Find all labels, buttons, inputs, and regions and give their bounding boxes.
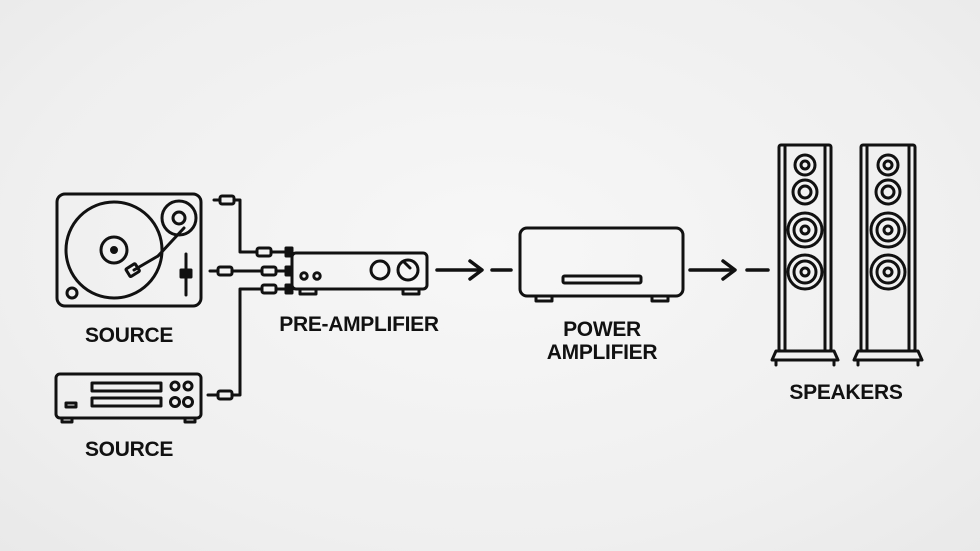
power-amplifier-label-line1: POWER <box>563 318 641 341</box>
arrow-power-to-speakers <box>688 259 770 281</box>
rca-plug <box>208 265 294 277</box>
speaker-icon <box>852 143 924 367</box>
arrow-pre-to-power <box>435 259 513 281</box>
speakers-label: SPEAKERS <box>789 381 903 404</box>
source-label-cd: SOURCE <box>84 438 174 461</box>
power-amplifier-label-line2: AMPLIFIER <box>546 341 658 364</box>
rca-cables <box>206 194 294 401</box>
rca-plug <box>212 194 294 258</box>
pre-amplifier-label: PRE-AMPLIFIER <box>279 313 439 336</box>
power-amplifier-icon <box>518 226 685 303</box>
turntable-icon <box>55 192 203 308</box>
pre-amplifier-icon <box>290 251 429 296</box>
rca-plug <box>206 283 294 401</box>
source-label-turntable: SOURCE <box>84 324 174 347</box>
cd-player-icon <box>54 372 203 424</box>
speaker-icon <box>770 143 840 367</box>
